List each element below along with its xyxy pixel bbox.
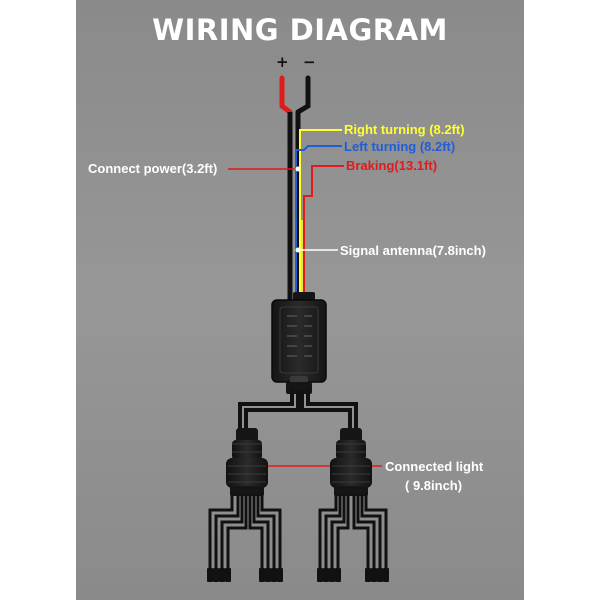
right-light-plugs — [317, 568, 389, 582]
right-light-leads — [318, 494, 388, 568]
left-turning-label: Left turning (8.2ft) — [344, 139, 456, 154]
negative-terminal-sign: − — [303, 53, 316, 71]
left-light-leads — [208, 494, 282, 568]
signal-antenna-label: Signal antenna(7.8inch) — [340, 243, 486, 258]
connected-light-label: Connected light — [385, 459, 484, 474]
braking-label: Braking(13.1ft) — [346, 158, 438, 173]
signal-wires — [295, 129, 344, 300]
diagram-title: WIRING DIAGRAM — [152, 13, 448, 47]
control-box — [271, 292, 327, 394]
split-wires — [238, 390, 358, 432]
positive-terminal-sign: + — [276, 53, 289, 71]
power-input-wires — [279, 75, 311, 300]
connect-power-label: Connect power(3.2ft) — [88, 161, 218, 176]
wiring-diagram — [76, 0, 524, 600]
connected-light-length-label: ( 9.8inch) — [405, 478, 463, 493]
wiring-diagram-panel: WIRING DIAGRAM + − Right turning (8.2ft)… — [76, 0, 524, 600]
left-light-plugs — [207, 568, 283, 582]
right-turning-label: Right turning (8.2ft) — [344, 122, 465, 137]
left-connector — [226, 428, 268, 496]
right-connector — [330, 428, 372, 496]
